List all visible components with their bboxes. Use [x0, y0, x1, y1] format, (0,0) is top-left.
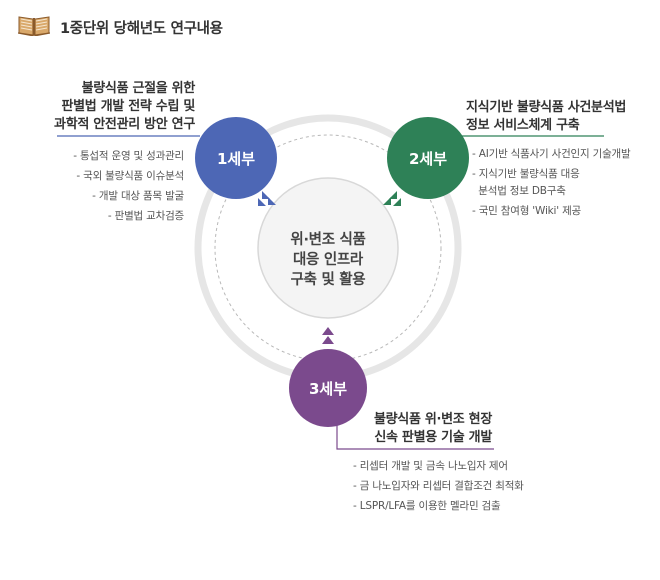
arrow-1-icon [258, 191, 276, 206]
heading-line: 정보 서비스체계 구축 [466, 118, 580, 133]
dashed-ring [214, 134, 442, 362]
node-1-items: - 통섭적 운영 및 성과관리 - 국외 불량식품 이슈분석 - 개발 대상 품… [73, 146, 184, 226]
page-title: 1중단위 당해년도 연구내용 [60, 20, 223, 37]
list-item: - 개발 대상 품목 발굴 [92, 190, 184, 202]
node-3-heading: 불량식품 위·변조 현장 신속 판별용 기술 개발 [374, 411, 492, 447]
node-2-circle [387, 117, 469, 199]
section-header: 1중단위 당해년도 연구내용 [17, 14, 223, 40]
center-disc [257, 177, 399, 319]
heading-line: 과학적 안전관리 방안 연구 [54, 117, 195, 132]
list-item: - 국민 참여형 'Wiki' 제공 [472, 205, 581, 217]
heading-line: 신속 판별용 기술 개발 [374, 430, 492, 445]
center-label: 위·변조 식품 대응 인프라 구축 및 활용 [268, 230, 388, 290]
list-item: - AI기반 식품사기 사건인지 기술개발 [472, 148, 631, 160]
arrow-3-icon [322, 327, 334, 344]
heading-line: 지식기반 불량식품 사건분석법 [466, 100, 627, 115]
list-item: - 지식기반 불량식품 대응 [472, 168, 580, 180]
heading-line: 판별법 개발 전략 수립 및 [61, 99, 195, 114]
node-2-label: 2세부 [408, 150, 448, 168]
center-line: 대응 인프라 [293, 252, 363, 268]
node-3-label: 3세부 [308, 380, 348, 398]
list-item: 분석법 정보 DB구축 [472, 185, 566, 197]
heading-line: 불량식품 위·변조 현장 [373, 412, 492, 427]
list-item: - 금 나노입자와 리셉터 결합조건 최적화 [353, 480, 524, 492]
node-2-heading: 지식기반 불량식품 사건분석법 정보 서비스체계 구축 [466, 99, 626, 135]
node-3-circle [289, 349, 367, 427]
node-2-items: - AI기반 식품사기 사건인지 기술개발 - 지식기반 불량식품 대응 분석법… [472, 146, 631, 220]
node-1-heading: 불량식품 근절을 위한 판별법 개발 전략 수립 및 과학적 안전관리 방안 연… [54, 80, 195, 134]
list-item: - 리셉터 개발 및 금속 나노입자 제어 [353, 460, 508, 472]
list-item: - LSPR/LFA를 이용한 멜라민 검출 [353, 500, 501, 512]
heading-line: 불량식품 근절을 위한 [81, 81, 196, 96]
list-item: - 국외 불량식품 이슈분석 [76, 170, 184, 182]
list-item: - 판별법 교차검증 [107, 210, 184, 222]
node-1-label: 1세부 [216, 150, 256, 168]
node-3-items: - 리셉터 개발 및 금속 나노입자 제어 - 금 나노입자와 리셉터 결합조건… [353, 456, 524, 516]
open-book-icon [17, 14, 51, 40]
center-line: 위·변조 식품 [290, 232, 366, 248]
node-1-circle [195, 117, 277, 199]
center-line: 구축 및 활용 [290, 272, 366, 288]
arrow-2-icon [383, 191, 401, 206]
list-item: - 통섭적 운영 및 성과관리 [73, 150, 184, 162]
